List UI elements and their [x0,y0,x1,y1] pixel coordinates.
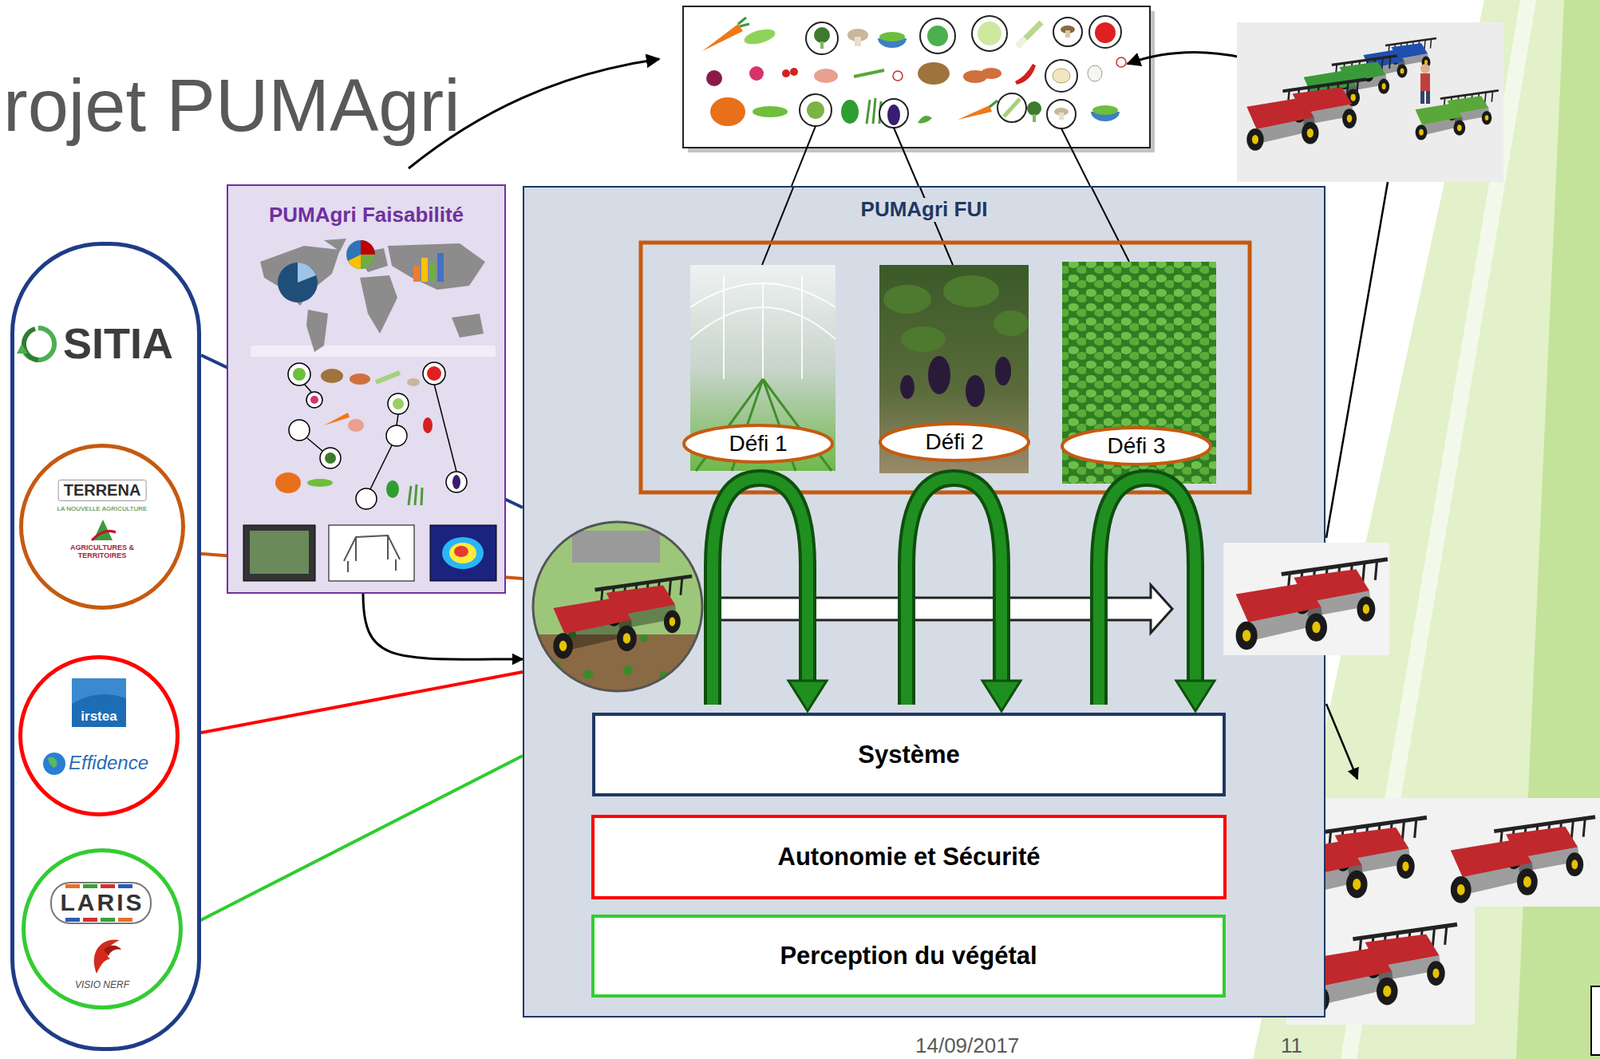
challenge-oval: Défi 1 [681,422,835,465]
partner-logo: TERRENA [58,479,147,502]
connector-line [180,671,523,737]
partner-circle: TERRENA LA NOUVELLE AGRICULTURE AGRICULTUR… [18,442,186,611]
project-title: PUMAgri FUI [856,197,993,222]
partner-logo: irstea [80,708,117,725]
slide-title: rojet PUMAgri [3,68,461,143]
workpackage-label: Autonomie et Sécurité [778,842,1041,872]
project-box: PUMAgri FUI Défi 1 Défi 2 Défi 3 SystèmeAuto… [522,185,1326,1018]
partner-logo: Effidence [68,751,149,775]
challenge-label: Défi 2 [924,429,984,455]
partner-logo: VISIO NERF [75,979,130,992]
partner-group: SITIA TERRENA LA NOUVELLE AGRICULTURE AGRI… [10,241,202,1051]
partner-circle-outline [17,654,181,818]
agri-logo-icon [18,442,186,611]
workpackage-band: Perception du végétal [591,914,1226,998]
challenge-label: Défi 1 [728,430,787,457]
connector-line [363,593,523,660]
partner-logo: SITIA [63,318,174,368]
partner-logo: AGRICULTURES & TERRITOIRES [63,543,141,561]
partner-circle: irsteaEffidence [17,654,181,818]
logo-tagline: LA NOUVELLE AGRICULTURE [57,505,148,513]
project-title: PUMAgri Faisabilité [268,203,464,228]
workpackage-label: Système [857,740,960,770]
partner-logo: LARIS [60,888,145,917]
project-box: PUMAgri Faisabilité [226,184,506,594]
irstea-effidence-icons [17,654,181,818]
slide-number: 11 [1280,1034,1303,1058]
workpackage-band: Autonomie et Sécurité [591,814,1227,900]
workpackage-label: Perception du végétal [779,941,1037,971]
connector-line [183,755,523,929]
slide-date: 14/09/2017 [915,1034,1020,1058]
partner-circle: LARIS VISIO NERF [20,847,184,1011]
challenge-oval: Défi 3 [1059,425,1213,467]
workpackage-band: Système [592,712,1226,797]
challenge-label: Défi 3 [1106,433,1166,459]
feasibility-illustration [228,185,508,596]
partner-circle-outline [18,442,186,611]
vegetable-panel [683,6,1155,153]
challenge-oval: Défi 2 [877,421,1032,463]
